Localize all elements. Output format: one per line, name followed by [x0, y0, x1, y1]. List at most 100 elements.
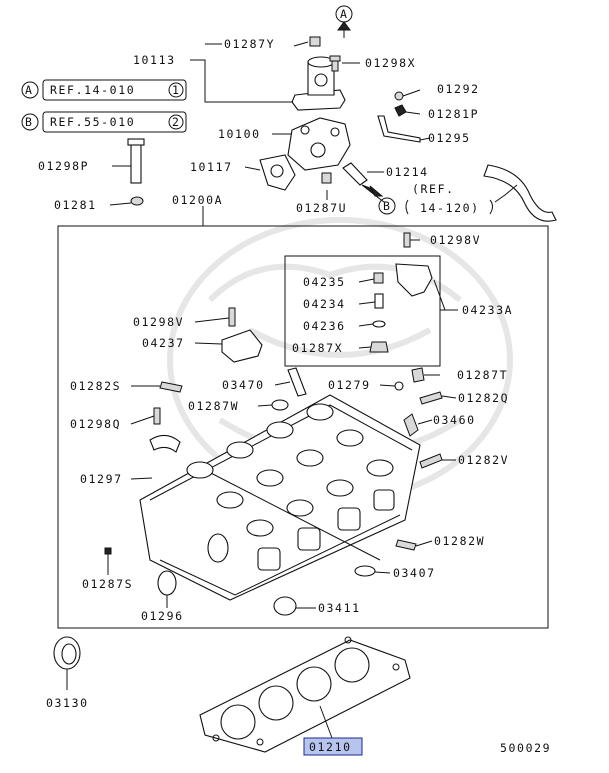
label-01287t: 01287T	[457, 368, 508, 382]
label-01287x: 01287X	[292, 341, 343, 355]
pin-03470-icon	[287, 367, 307, 397]
svg-text:B: B	[383, 199, 392, 213]
plug-01287t-icon	[411, 367, 425, 383]
flow-marker-a: A	[335, 5, 353, 23]
label-04234: 04234	[303, 297, 346, 311]
label-01298x: 01298X	[365, 56, 416, 70]
label-01298v-top: 01298V	[430, 233, 481, 247]
ref-a-num: 1	[172, 83, 181, 97]
label-01282s: 01282S	[70, 379, 121, 393]
label-01281: 01281	[54, 198, 97, 212]
stud-01282q-icon	[419, 391, 443, 405]
ref-a-text: REF.14-010	[50, 83, 135, 97]
label-01282w: 01282W	[434, 534, 485, 548]
hose-ref-line2: 14-120)	[420, 201, 480, 215]
label-03411: 03411	[318, 601, 361, 615]
seal-03130	[53, 636, 81, 670]
label-01296: 01296	[141, 609, 184, 623]
bracket-01295	[377, 91, 421, 143]
bolt-01298v-top-icon	[403, 232, 411, 248]
label-01287w: 01287W	[188, 399, 239, 413]
head-gasket-01210	[199, 636, 411, 753]
label-10100: 10100	[218, 127, 261, 141]
label-01214: 01214	[386, 165, 429, 179]
stud-01282v-icon	[419, 453, 443, 469]
ref-b-num: 2	[172, 115, 181, 129]
part-labels: 01287Y 10113 01298X 01292 01281P 01295 1…	[38, 37, 513, 710]
plug-01287u-icon	[321, 172, 332, 184]
label-04237: 04237	[142, 336, 185, 350]
hose-ref: (REF. 14-120)	[405, 182, 493, 215]
bolt-01298v-icon	[228, 307, 236, 327]
label-01298q: 01298Q	[70, 417, 121, 431]
sensor-01214-icon	[342, 162, 368, 186]
pin-03460-icon	[403, 413, 419, 437]
thermostat-housing	[259, 117, 385, 203]
cylinder-head-block	[139, 394, 421, 601]
cap-01297-icon	[149, 434, 181, 453]
bolt-01287y-icon	[309, 36, 321, 47]
label-01298v: 01298V	[133, 315, 184, 329]
arrow-up-icon	[337, 21, 351, 31]
hose-14-120	[483, 164, 557, 222]
label-01298p: 01298P	[38, 159, 89, 173]
cam-sensor-icon	[395, 263, 433, 297]
ref-a-marker: A	[25, 83, 34, 97]
label-04235: 04235	[303, 275, 346, 289]
ref-b-text: REF.55-010	[50, 115, 135, 129]
label-01282v: 01282V	[458, 453, 509, 467]
diagram-id: 500029	[500, 741, 551, 755]
hose-ref-line1: (REF.	[412, 182, 455, 196]
stud-01282w-icon	[395, 539, 417, 551]
label-01295: 01295	[428, 131, 471, 145]
label-03470: 03470	[222, 378, 265, 392]
part-04234-icon	[374, 293, 384, 309]
label-01287s: 01287S	[82, 577, 133, 591]
ref-box-b: B REF.55-010 2	[21, 111, 187, 133]
nut-01281-icon	[130, 196, 144, 206]
label-01200a: 01200A	[172, 193, 223, 207]
label-04233a: 04233A	[462, 303, 513, 317]
label-10113: 10113	[133, 53, 176, 67]
seal-03411-icon	[273, 596, 297, 616]
label-03407: 03407	[393, 566, 436, 580]
label-01210: 01210	[309, 740, 352, 754]
label-03130: 03130	[46, 696, 89, 710]
seal-01279-icon	[394, 381, 404, 391]
label-04236: 04236	[303, 319, 346, 333]
plug-01287x-icon	[369, 341, 389, 353]
flow-marker-b: B	[369, 185, 396, 215]
svg-text:A: A	[340, 7, 349, 21]
label-01287u: 01287U	[296, 201, 347, 215]
cam-sensor-parts	[369, 232, 433, 353]
ref-box-a: A REF.14-010 1	[21, 79, 187, 101]
label-01279: 01279	[328, 378, 371, 392]
label-01210-highlighted[interactable]: 01210	[303, 737, 363, 756]
stud-01298p	[127, 138, 145, 206]
label-03460: 03460	[433, 413, 476, 427]
label-01292: 01292	[437, 82, 480, 96]
plug-01287w-icon	[271, 399, 289, 411]
label-01281p: 01281P	[428, 107, 479, 121]
cam-sensor-group-frame	[284, 255, 441, 367]
ref-b-marker: B	[25, 115, 34, 129]
cam-journals	[186, 403, 394, 537]
bolt-01292-icon	[394, 91, 404, 101]
label-01297: 01297	[80, 472, 123, 486]
plug-01287s-icon	[104, 547, 112, 555]
nut-01281p-icon	[394, 104, 407, 117]
label-01282q: 01282Q	[458, 391, 509, 405]
gasket-03407-icon	[354, 565, 376, 577]
intake-ports	[207, 489, 395, 571]
seal-01296-icon	[157, 570, 177, 596]
water-outlet-assembly	[291, 21, 351, 111]
leader-lines	[66, 41, 518, 739]
part-04235-icon	[373, 272, 384, 284]
label-10117: 10117	[190, 160, 233, 174]
bracket-04237	[221, 307, 263, 363]
cylinder-head-group-frame	[57, 225, 549, 629]
ring-04236-icon	[372, 320, 386, 328]
bolt-01298q-icon	[153, 407, 161, 425]
